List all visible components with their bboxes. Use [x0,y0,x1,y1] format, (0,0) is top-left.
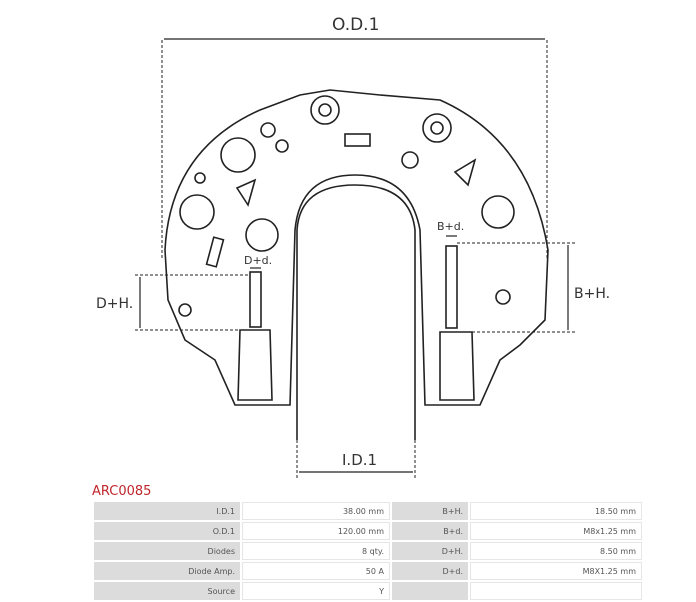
spec-value: 120.00 mm [242,522,390,540]
spec-label: I.D.1 [94,502,240,520]
spec-label [392,582,468,600]
spec-value: M8x1.25 mm [470,522,642,540]
spec-label: B+d. [392,522,468,540]
spec-value [470,582,642,600]
spec-value: Y [242,582,390,600]
spec-label: O.D.1 [94,522,240,540]
spec-label: Diodes [94,542,240,560]
bd-label: B+d. [437,220,464,233]
bh-label: B+H. [574,286,610,302]
dd-label: D+d. [244,254,272,267]
spec-value: 50 A [242,562,390,580]
spec-label: D+d. [392,562,468,580]
spec-label: B+H. [392,502,468,520]
dh-label: D+H. [96,296,133,312]
rectifier-diagram: O.D.1 I.D.1 D+H. B+H. D+d. B+d. [96,15,610,478]
spec-value: M8X1.25 mm [470,562,642,580]
spec-value: 8 qty. [242,542,390,560]
id-label: I.D.1 [342,451,377,469]
spec-value: 18.50 mm [470,502,642,520]
spec-label: Diode Amp. [94,562,240,580]
part-code: ARC0085 [92,484,152,499]
spec-value: 8.50 mm [470,542,642,560]
spec-label: D+H. [392,542,468,560]
spec-label: Source [94,582,240,600]
od-label: O.D.1 [332,15,379,35]
rectifier-body [164,89,549,406]
spec-value: 38.00 mm [242,502,390,520]
